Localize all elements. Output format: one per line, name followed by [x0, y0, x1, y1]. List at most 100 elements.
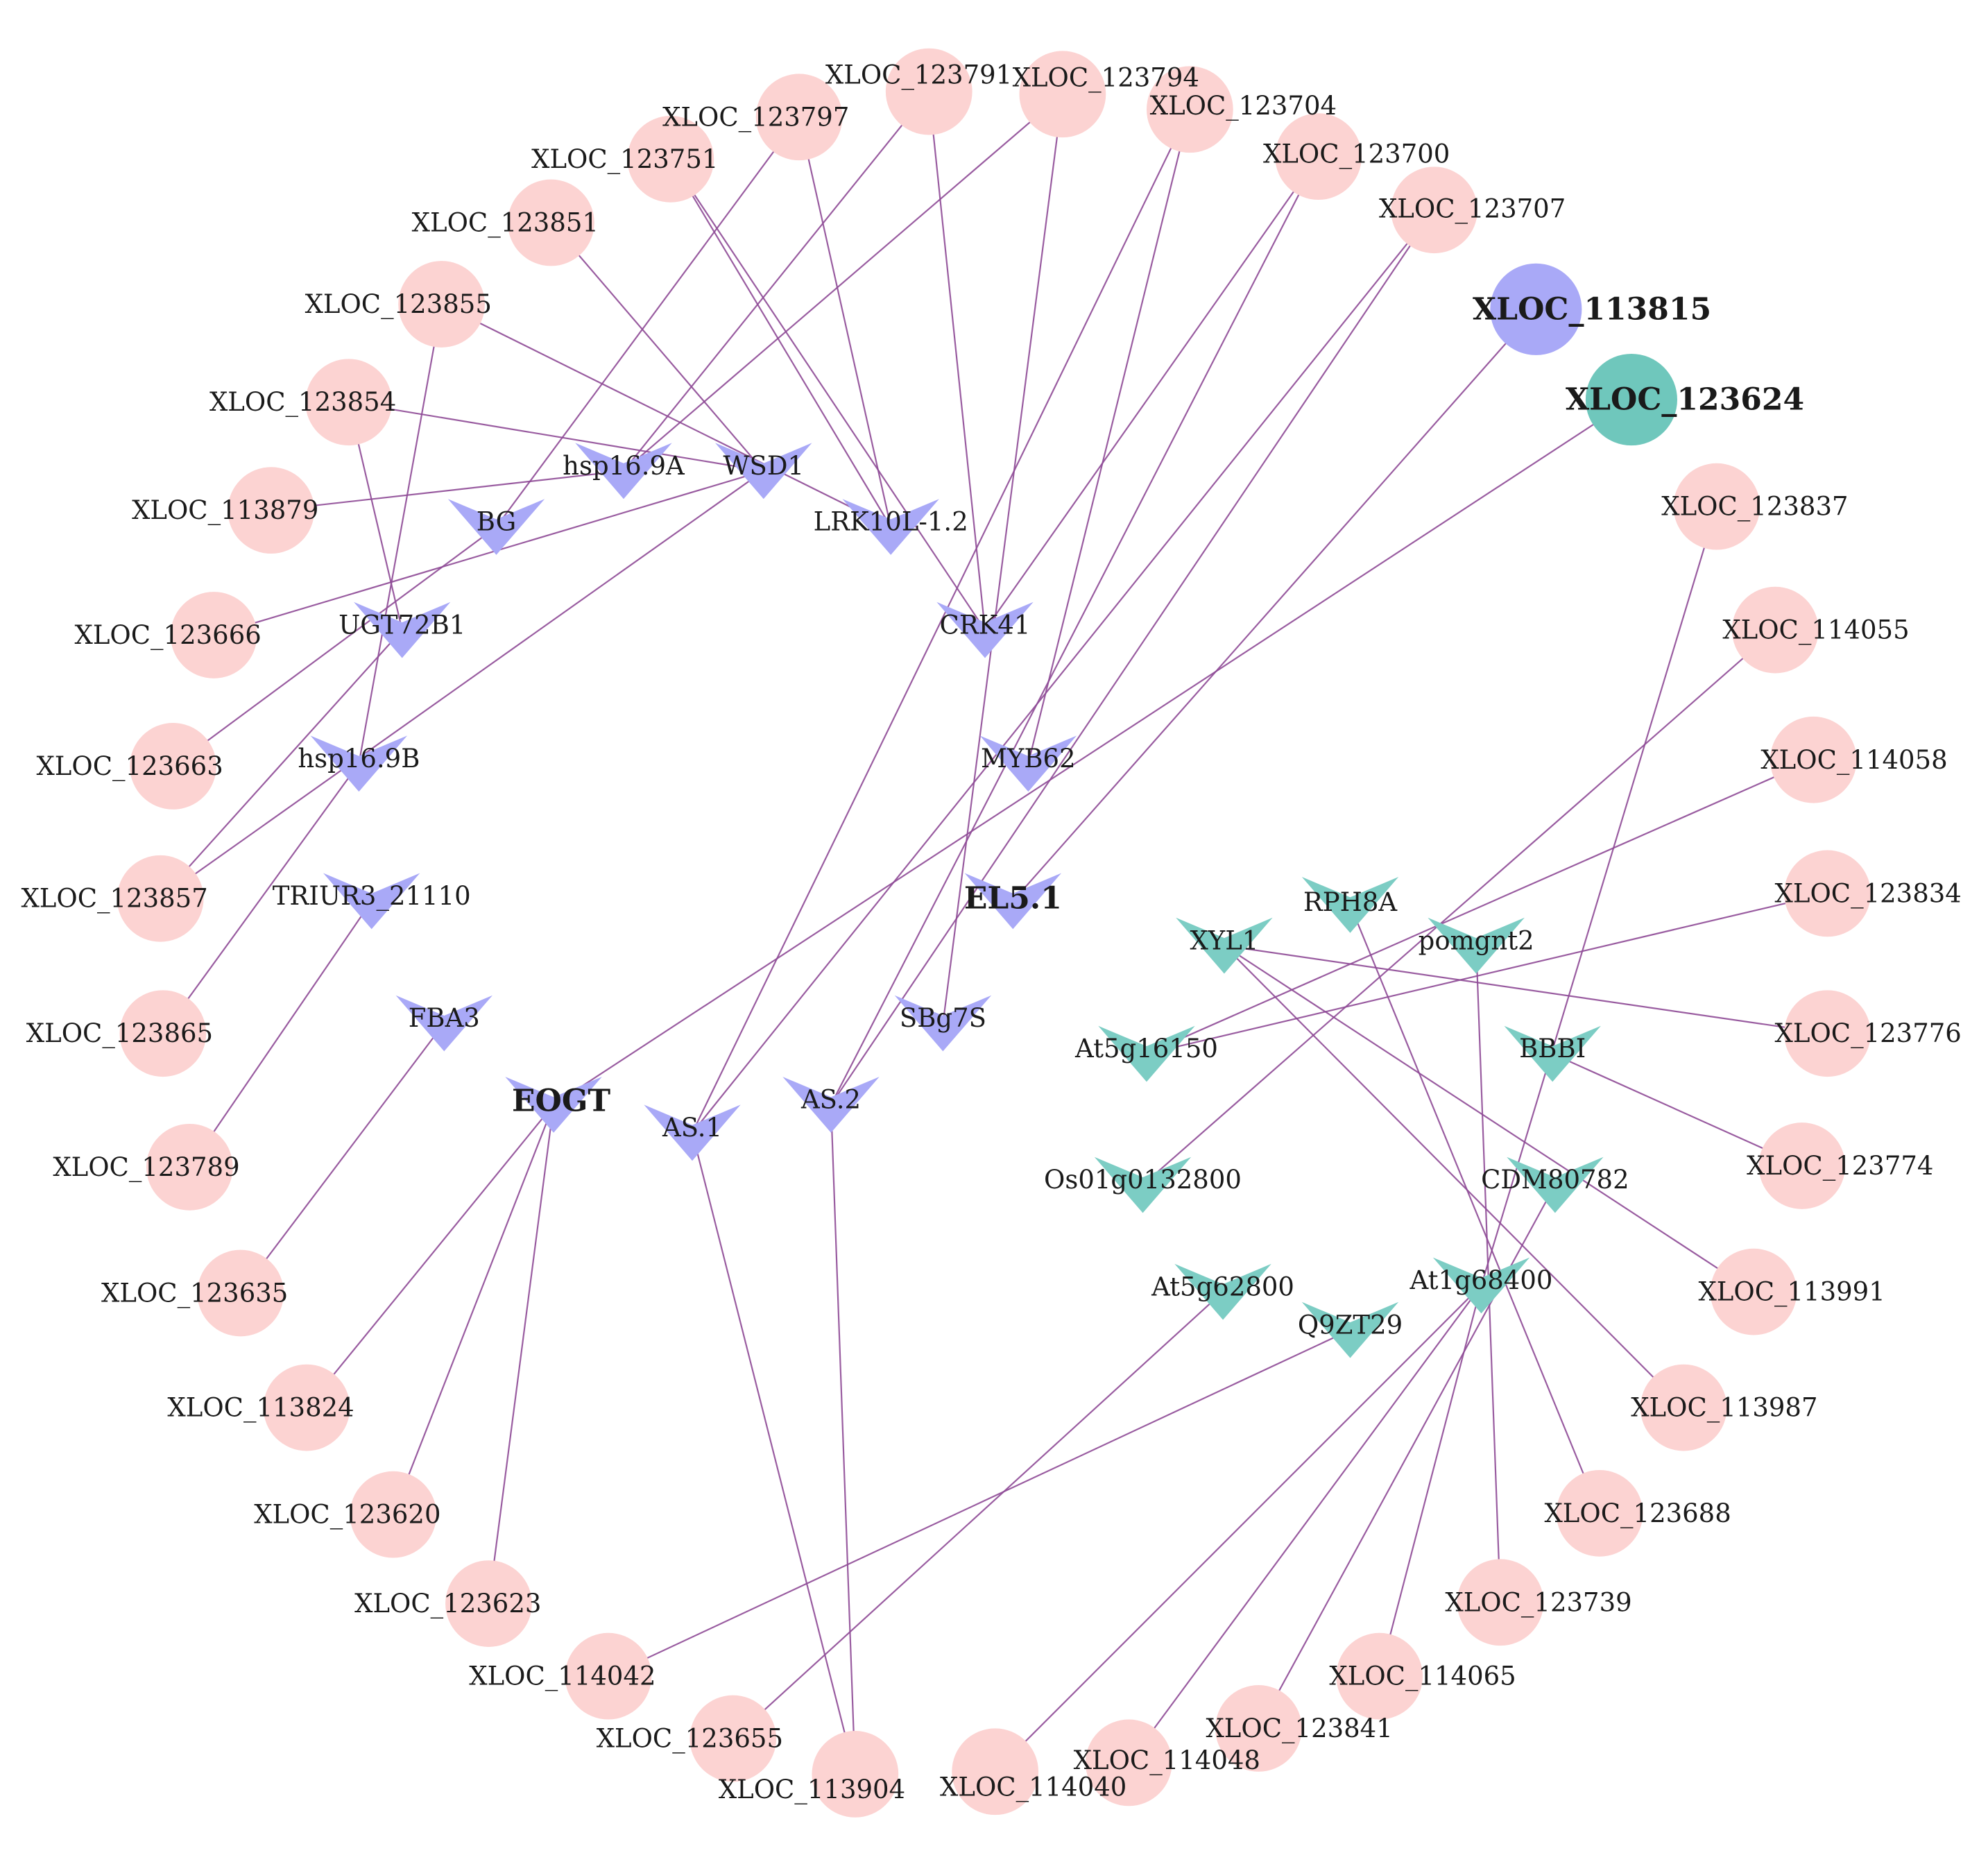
node-label-xloc-114055: XLOC_114055: [1722, 615, 1909, 646]
lncrna-node-xloc-123739[interactable]: [1457, 1559, 1544, 1646]
gene-node-q9zt29[interactable]: [1301, 1301, 1399, 1358]
lncrna-node-xloc-123789[interactable]: [146, 1123, 233, 1211]
gene-node-el5-1[interactable]: [964, 873, 1062, 930]
gene-node-sbg7s[interactable]: [894, 995, 992, 1052]
gene-node-xyl1[interactable]: [1176, 917, 1273, 974]
node-label-eogt: EOGT: [512, 1083, 610, 1118]
lncrna-node-xloc-123751[interactable]: [627, 115, 714, 203]
lncrna-node-xloc-123623[interactable]: [445, 1560, 532, 1647]
lncrna-node-xloc-113904[interactable]: [812, 1731, 899, 1818]
node-label-myb62: MYB62: [981, 744, 1076, 774]
node-label-xloc-123655: XLOC_123655: [597, 1724, 783, 1754]
lncrna-node-xloc-113987[interactable]: [1640, 1364, 1727, 1451]
lncrna-node-xloc-123620[interactable]: [350, 1471, 437, 1558]
edge-xloc-123663-bg: [172, 526, 497, 767]
gene-node-myb62[interactable]: [979, 735, 1077, 792]
hub-node-xloc-123624[interactable]: [1585, 354, 1678, 446]
lncrna-node-xloc-123655[interactable]: [689, 1695, 777, 1782]
lncrna-node-xloc-123776[interactable]: [1784, 990, 1871, 1077]
gene-node-bbbi[interactable]: [1504, 1025, 1601, 1082]
lncrna-node-xloc-114042[interactable]: [565, 1632, 652, 1720]
gene-node-as-1[interactable]: [644, 1104, 741, 1161]
lncrna-node-xloc-114048[interactable]: [1085, 1719, 1172, 1807]
node-label-el5-1: EL5.1: [964, 881, 1062, 916]
gene-node-cdm80782[interactable]: [1507, 1156, 1604, 1213]
lncrna-node-xloc-123841[interactable]: [1215, 1685, 1302, 1772]
gene-node-eogt[interactable]: [505, 1077, 602, 1133]
lncrna-node-xloc-123707[interactable]: [1391, 166, 1477, 254]
gene-node-at5g62800[interactable]: [1174, 1263, 1271, 1320]
lncrna-node-xloc-123857[interactable]: [117, 855, 204, 942]
gene-node-rph8a[interactable]: [1301, 877, 1399, 933]
lncrna-node-xloc-114065[interactable]: [1336, 1632, 1423, 1720]
edge-xloc-123855-hsp16-9b: [358, 304, 443, 764]
node-label-at5g62800: At5g62800: [1151, 1272, 1294, 1301]
gene-node-hsp16-9a[interactable]: [575, 443, 672, 499]
edge-xloc-113904-as-1: [691, 1132, 856, 1775]
edge-xloc-113824-eogt: [306, 1104, 554, 1408]
lncrna-node-xloc-123837[interactable]: [1673, 463, 1760, 550]
edge-xloc-123776-xyl1: [1224, 945, 1828, 1034]
lncrna-node-xloc-113991[interactable]: [1710, 1248, 1797, 1335]
lncrna-node-xloc-123704[interactable]: [1146, 66, 1233, 153]
edge-xloc-123704-as-1: [692, 109, 1191, 1134]
lncrna-node-xloc-113879[interactable]: [228, 467, 315, 554]
lncrna-node-xloc-123854[interactable]: [305, 359, 393, 446]
node-label-xloc-123663: XLOC_123663: [36, 751, 223, 782]
node-label-xloc-123857: XLOC_123857: [21, 884, 207, 914]
gene-node-fba3[interactable]: [395, 995, 492, 1052]
node-label-xloc-123635: XLOC_123635: [101, 1278, 288, 1308]
lncrna-node-xloc-123797[interactable]: [755, 74, 843, 161]
lncrna-node-xloc-123865[interactable]: [119, 990, 207, 1077]
gene-node-at5g16150[interactable]: [1098, 1025, 1195, 1082]
gene-node-wsd1[interactable]: [715, 443, 812, 499]
node-label-xloc-123834: XLOC_123834: [1775, 878, 1962, 909]
gene-node-as-2[interactable]: [782, 1077, 880, 1133]
gene-node-at1g68400[interactable]: [1432, 1257, 1530, 1314]
node-label-rph8a: RPH8A: [1303, 887, 1398, 917]
lncrna-node-xloc-123855[interactable]: [398, 261, 485, 348]
node-label-xloc-114048: XLOC_114048: [1074, 1745, 1260, 1776]
gene-node-pomgnt2[interactable]: [1428, 917, 1525, 974]
lncrna-node-xloc-123851[interactable]: [508, 179, 594, 266]
gene-node-lrk10l-1-2[interactable]: [842, 499, 939, 555]
lncrna-node-xloc-123834[interactable]: [1784, 850, 1871, 937]
node-label-as-2: AS.2: [800, 1085, 861, 1115]
lncrna-node-xloc-123794[interactable]: [1019, 51, 1106, 138]
node-label-xloc-123794: XLOC_123794: [1013, 62, 1199, 93]
lncrna-node-xloc-123700[interactable]: [1275, 113, 1362, 200]
lncrna-node-xloc-123688[interactable]: [1556, 1469, 1643, 1557]
lncrna-node-xloc-123791[interactable]: [885, 48, 972, 135]
gene-node-os01g0132800[interactable]: [1094, 1156, 1192, 1213]
gene-node-triur3-21110[interactable]: [323, 873, 420, 930]
lncrna-node-xloc-114058[interactable]: [1770, 716, 1857, 803]
lncrna-node-xloc-123666[interactable]: [170, 592, 257, 678]
lncrna-node-xloc-114040[interactable]: [952, 1728, 1039, 1816]
edge-xloc-123791-hsp16-9a: [623, 91, 930, 472]
edge-xloc-123700-as-2: [830, 156, 1319, 1105]
edge-xloc-123688-rph8a: [1349, 904, 1601, 1514]
node-label-at5g16150: At5g16150: [1074, 1034, 1218, 1064]
node-label-xloc-113991: XLOC_113991: [1698, 1277, 1885, 1308]
node-label-lrk10l-1-2: LRK10L-1.2: [814, 507, 968, 537]
gene-node-ugt72b1[interactable]: [354, 601, 451, 658]
node-label-os01g0132800: Os01g0132800: [1044, 1165, 1242, 1195]
lncrna-node-xloc-114055[interactable]: [1731, 586, 1819, 674]
node-label-xloc-123739: XLOC_123739: [1445, 1587, 1631, 1618]
lncrna-node-xloc-123663[interactable]: [130, 723, 216, 810]
node-label-xloc-123688: XLOC_123688: [1544, 1498, 1731, 1529]
edge-xloc-123794-hsp16-9a: [623, 93, 1063, 472]
lncrna-node-xloc-113824[interactable]: [263, 1364, 350, 1451]
gene-node-bg[interactable]: [447, 499, 545, 555]
node-label-hsp16-9b: hsp16.9B: [298, 744, 420, 774]
hub-node-xloc-113815[interactable]: [1490, 263, 1582, 355]
lncrna-node-xloc-123635[interactable]: [197, 1249, 284, 1337]
gene-node-crk41[interactable]: [936, 601, 1034, 658]
node-label-cdm80782: CDM80782: [1481, 1165, 1629, 1195]
lncrna-node-xloc-123774[interactable]: [1758, 1122, 1846, 1209]
node-label-ugt72b1: UGT72B1: [339, 610, 465, 640]
gene-node-hsp16-9b[interactable]: [310, 735, 408, 792]
node-label-xloc-123623: XLOC_123623: [354, 1589, 541, 1619]
node-label-xloc-113879: XLOC_113879: [132, 495, 318, 526]
